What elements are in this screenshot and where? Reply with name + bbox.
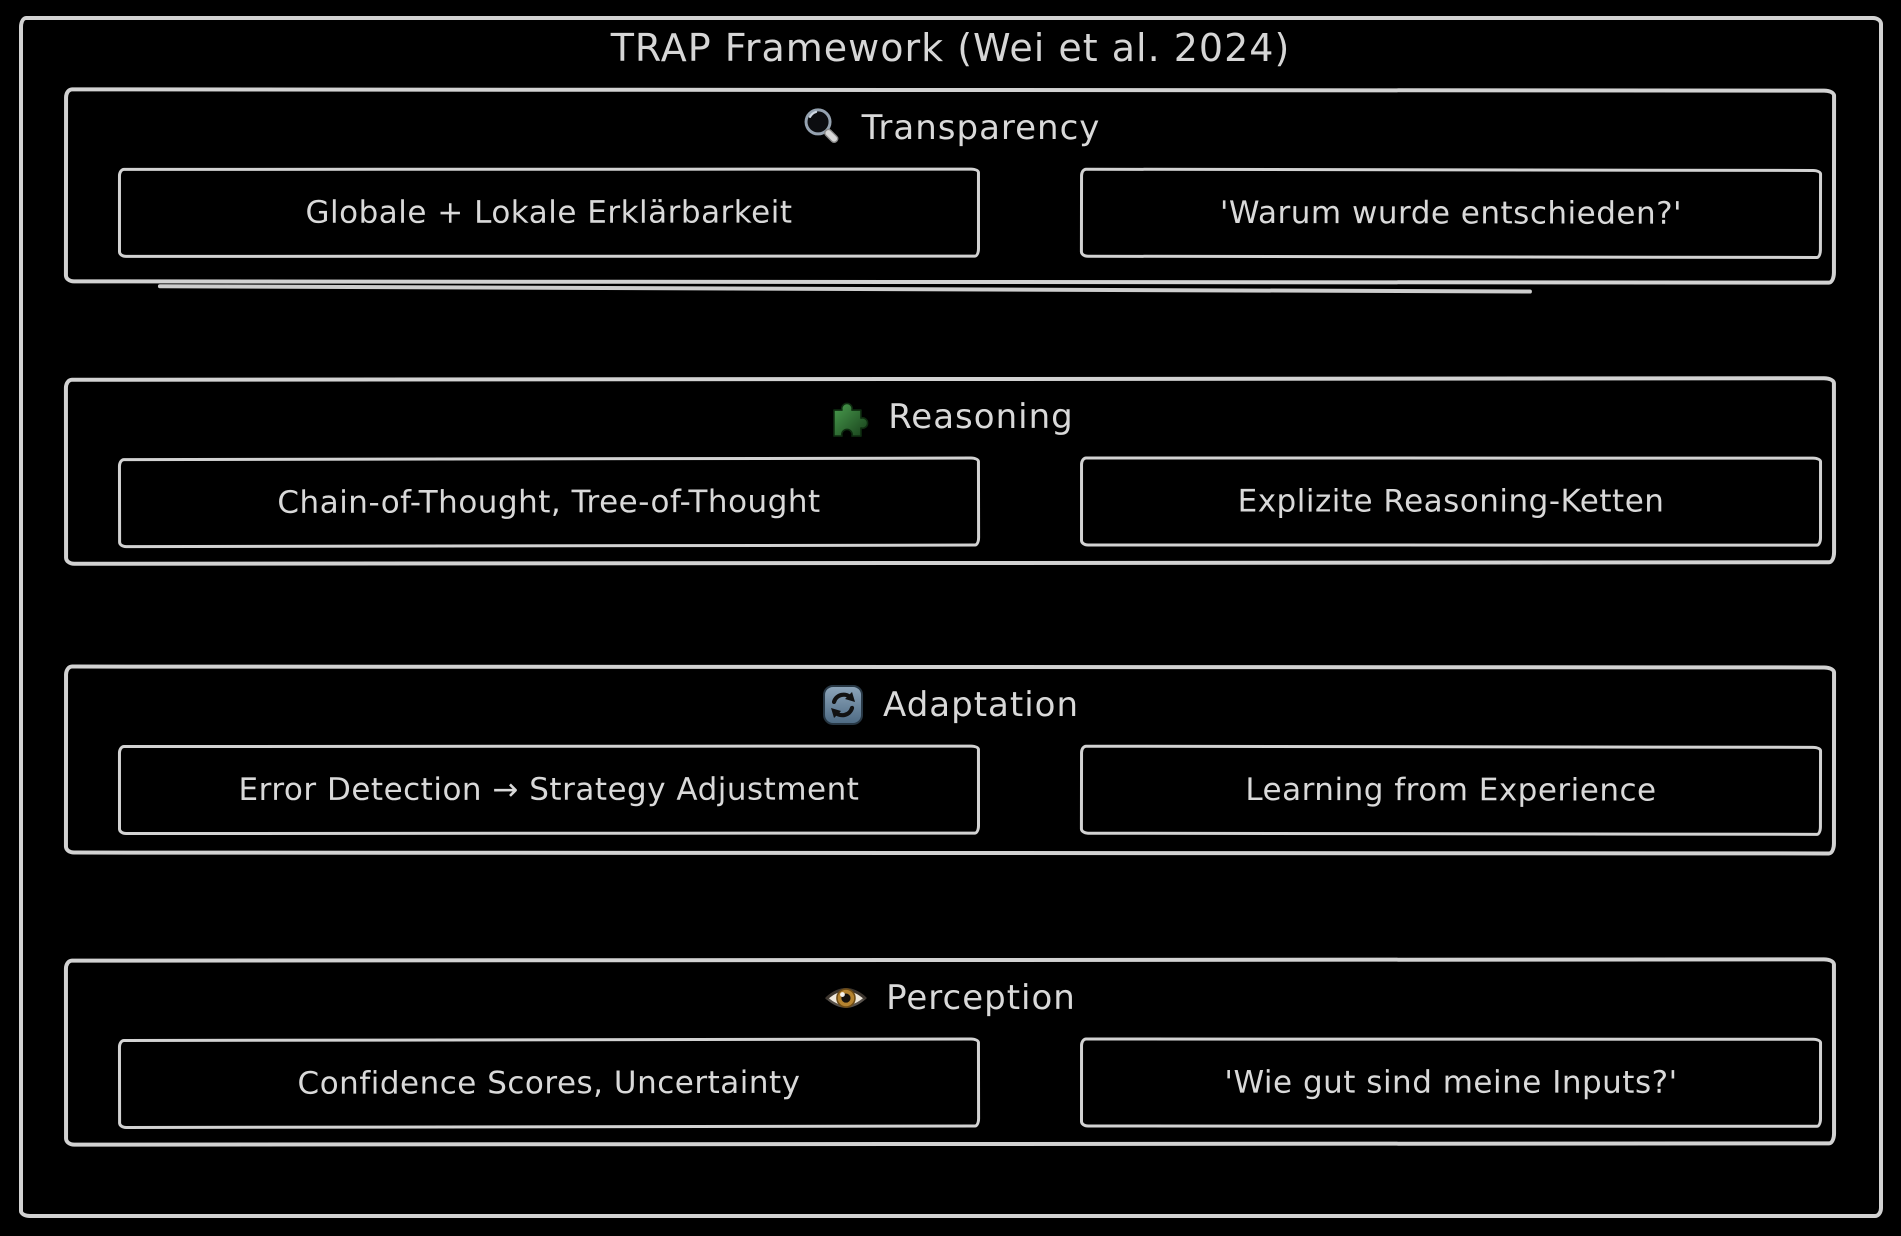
adaptation-box-right: Learning from Experience bbox=[1079, 744, 1823, 836]
eye-icon bbox=[824, 976, 868, 1020]
section-transparency-title: Transparency bbox=[861, 107, 1101, 149]
reasoning-box-left: Chain-of-Thought, Tree-of-Thought bbox=[117, 456, 981, 549]
adaptation-box-left: Error Detection → Strategy Adjustment bbox=[117, 744, 981, 836]
section-adaptation: Adaptation Error Detection → Strategy Ad… bbox=[63, 664, 1837, 856]
perception-box-right-text: 'Wie gut sind meine Inputs?' bbox=[1224, 1064, 1678, 1101]
reasoning-box-right-text: Explizite Reasoning-Ketten bbox=[1237, 483, 1665, 520]
section-perception-title: Perception bbox=[886, 977, 1076, 1019]
transparency-box-right-text: 'Warum wurde entschieden?' bbox=[1219, 194, 1683, 232]
diagram-title: TRAP Framework (Wei et al. 2024) bbox=[610, 26, 1291, 70]
magnifier-icon bbox=[800, 106, 844, 150]
perception-box-left: Confidence Scores, Uncertainty bbox=[117, 1037, 981, 1130]
transparency-box-left: Globale + Lokale Erklärbarkeit bbox=[117, 167, 980, 258]
perception-box-left-text: Confidence Scores, Uncertainty bbox=[297, 1064, 801, 1102]
refresh-icon bbox=[821, 683, 865, 727]
transparency-box-right: 'Warum wurde entschieden?' bbox=[1079, 167, 1823, 259]
puzzle-icon bbox=[826, 395, 870, 439]
section-perception: Perception Confidence Scores, Uncertaint… bbox=[63, 957, 1837, 1147]
adaptation-box-right-text: Learning from Experience bbox=[1245, 771, 1657, 809]
reasoning-box-left-text: Chain-of-Thought, Tree-of-Thought bbox=[277, 483, 821, 521]
section-transparency: Transparency Globale + Lokale Erklärbark… bbox=[63, 87, 1837, 285]
transparency-box-left-text: Globale + Lokale Erklärbarkeit bbox=[305, 194, 793, 231]
framework-frame bbox=[19, 16, 1883, 1218]
section-reasoning-header: Reasoning bbox=[68, 388, 1832, 446]
adaptation-box-left-text: Error Detection → Strategy Adjustment bbox=[238, 771, 860, 808]
section-adaptation-title: Adaptation bbox=[883, 684, 1080, 726]
perception-box-right: 'Wie gut sind meine Inputs?' bbox=[1080, 1037, 1823, 1128]
section-adaptation-header: Adaptation bbox=[68, 677, 1832, 734]
section-transparency-header: Transparency bbox=[68, 99, 1832, 156]
reasoning-box-right: Explizite Reasoning-Ketten bbox=[1080, 456, 1823, 547]
section-reasoning-title: Reasoning bbox=[888, 396, 1074, 438]
section-perception-header: Perception bbox=[68, 969, 1832, 1026]
section-reasoning: Reasoning Chain-of-Thought, Tree-of-Thou… bbox=[63, 376, 1837, 566]
